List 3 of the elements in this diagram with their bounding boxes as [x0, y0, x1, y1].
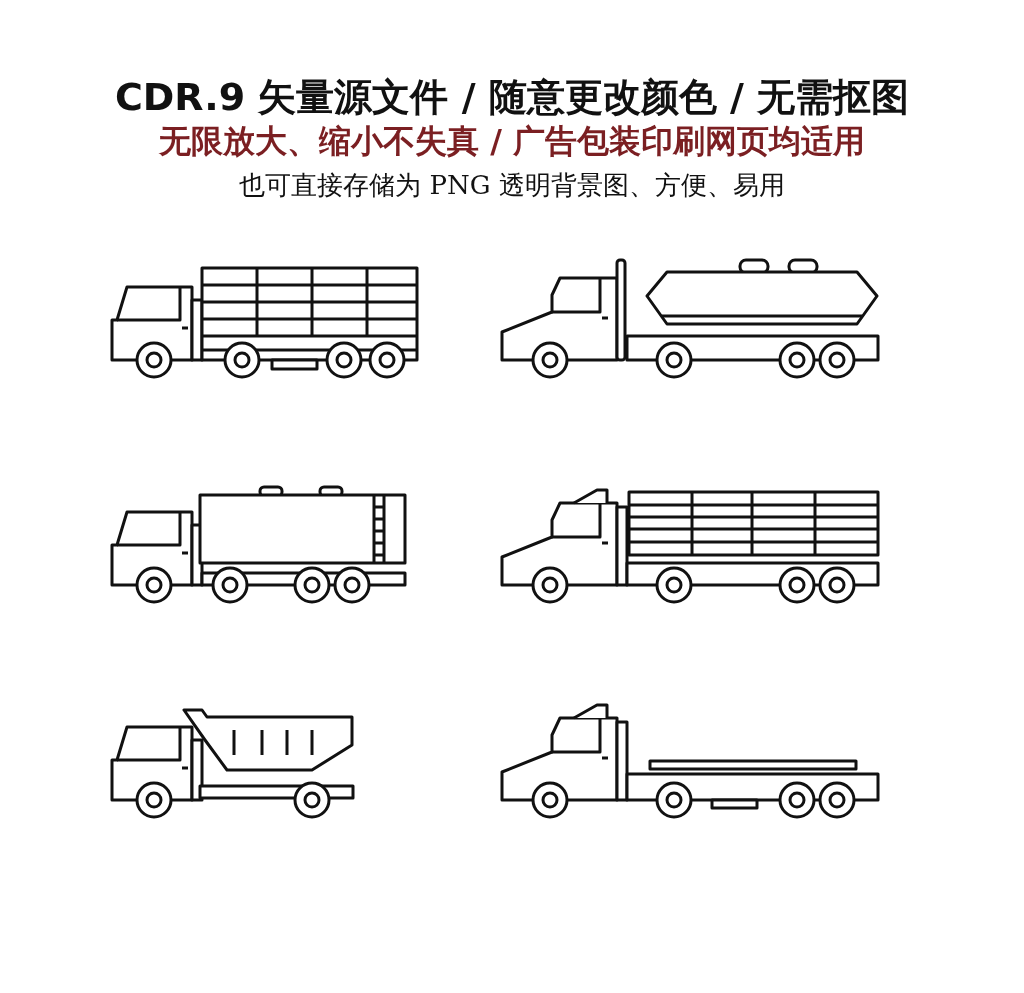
title: CDR.9 矢量源文件 / 随意更改颜色 / 无需抠图 [114, 74, 910, 121]
subtitle: 无限放大、缩小不失真 / 广告包装印刷网页均适用 [159, 121, 865, 162]
note: 也可直接存储为 PNG 透明背景图、方便、易用 [239, 169, 785, 202]
